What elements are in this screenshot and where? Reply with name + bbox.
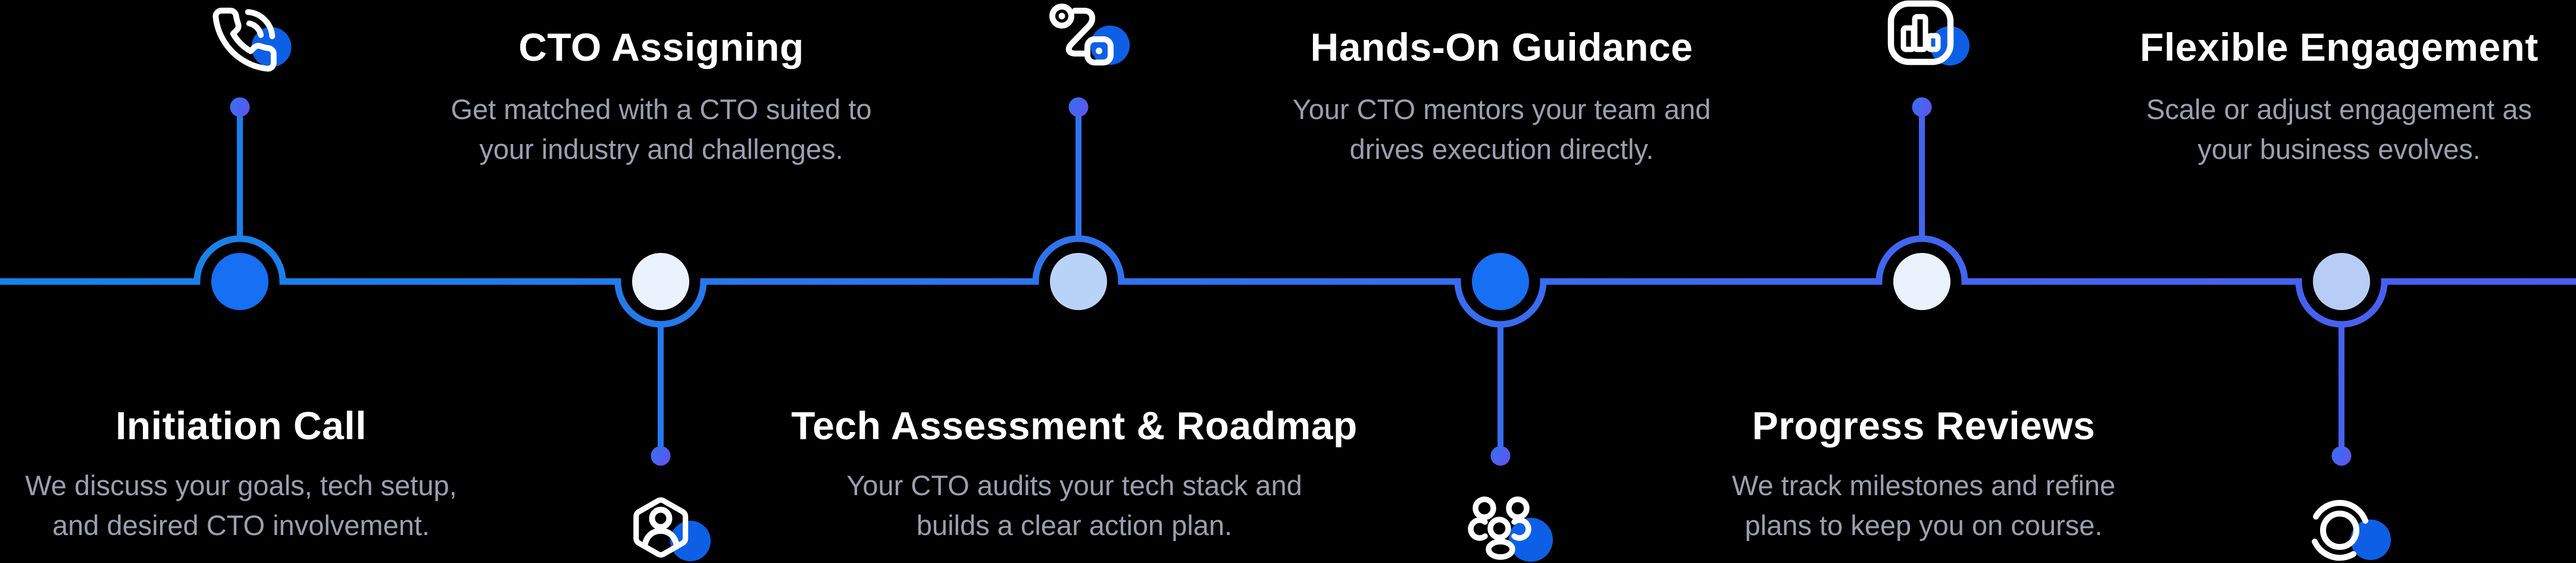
step-title-hands-on-guidance: Hands-On Guidance — [1310, 25, 1693, 69]
step-description-progress-reviews: We track milestones and refine plans to … — [1731, 470, 2116, 541]
phone-call-icon — [212, 7, 292, 72]
connector-dot — [651, 446, 671, 466]
route-icon — [1049, 4, 1130, 65]
connector-dot — [1912, 97, 1932, 117]
timeline-node — [211, 253, 268, 310]
timeline-line — [0, 235, 2576, 328]
step-title-flexible-engagement: Flexible Engagement — [2140, 25, 2539, 69]
timeline-node — [2313, 253, 2370, 310]
user-hexagon-icon — [633, 497, 711, 561]
connector-lines — [237, 117, 2344, 446]
connector-dots — [230, 97, 2352, 466]
timeline-node — [1050, 253, 1107, 310]
step-description-initiation-call: We discuss your goals, tech setup, and d… — [25, 470, 457, 541]
bar-chart-icon — [1887, 0, 1969, 65]
step-title-tech-assessment: Tech Assessment & Roadmap — [791, 404, 1358, 448]
team-icon — [1468, 496, 1553, 562]
step-description-cto-assigning: Get matched with a CTO suited to your in… — [451, 93, 872, 165]
icon-badge — [1509, 518, 1553, 562]
timeline-node — [632, 253, 689, 310]
step-title-cto-assigning: CTO Assigning — [518, 25, 804, 69]
connector-dot — [1068, 97, 1089, 117]
timeline-nodes — [211, 253, 2370, 310]
connector-dot — [2331, 446, 2352, 466]
step-title-progress-reviews: Progress Reviews — [1752, 404, 2096, 448]
connector-dot — [1490, 446, 1511, 466]
step-description-hands-on-guidance: Your CTO mentors your team and drives ex… — [1292, 93, 1711, 165]
timeline-node — [1893, 253, 1950, 310]
icon-badge — [670, 521, 711, 561]
step-title-initiation-call: Initiation Call — [115, 404, 367, 448]
step-description-flexible-engagement: Scale or adjust engagement as your busin… — [2146, 93, 2532, 165]
icon-badge — [2350, 520, 2391, 560]
step-description-tech-assessment: Your CTO audits your tech stack and buil… — [846, 470, 1302, 541]
connector-dot — [230, 97, 250, 117]
timeline-node — [1472, 253, 1529, 310]
focus-icon — [2312, 499, 2391, 561]
